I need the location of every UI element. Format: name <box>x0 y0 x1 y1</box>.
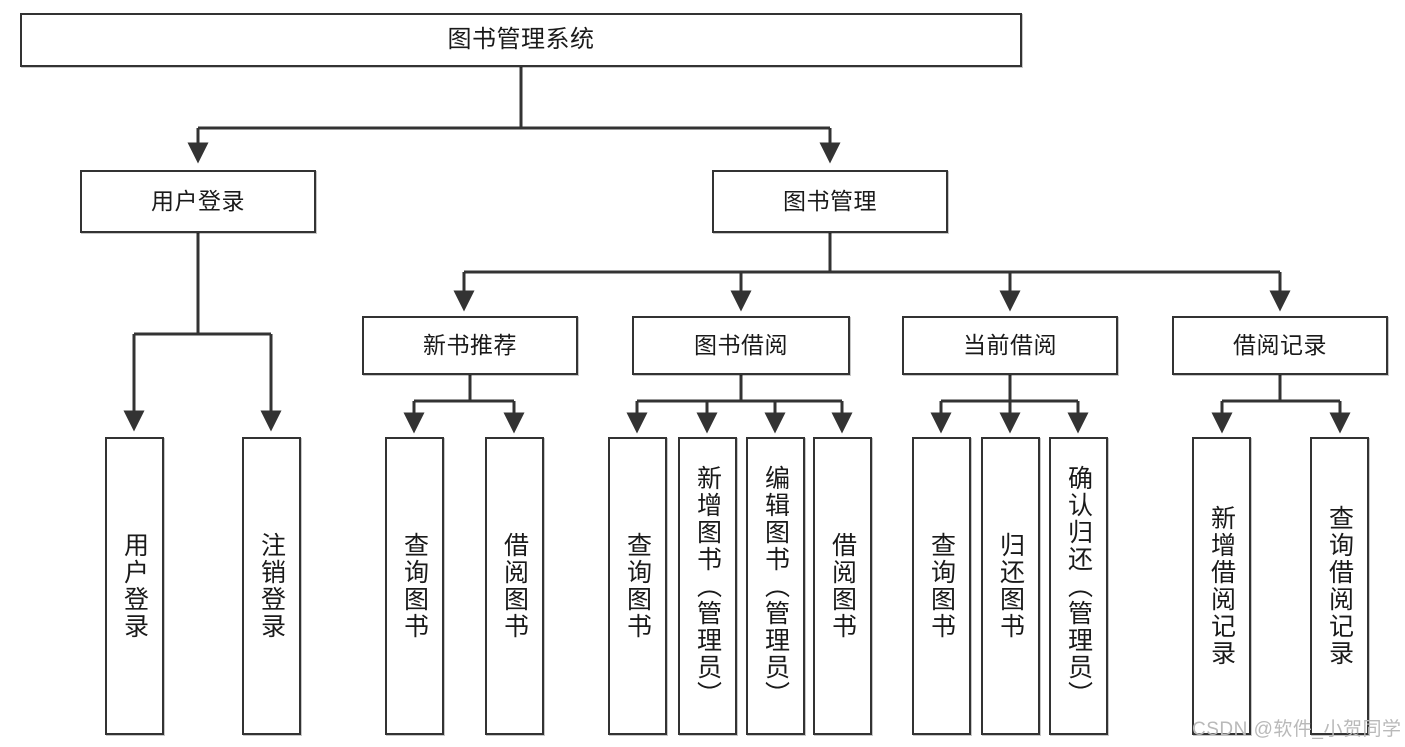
node-label: 查询图书 <box>400 532 429 640</box>
node-label: 借阅图书 <box>828 532 857 640</box>
node-new-book-recommend[interactable]: 新书推荐 <box>362 316 578 375</box>
node-label: 新增图书（管理员） <box>693 464 722 708</box>
node-label: 编辑图书（管理员） <box>761 464 790 708</box>
node-book-management[interactable]: 图书管理 <box>712 170 948 233</box>
leaf-user-login-logout[interactable]: 注销登录 <box>242 437 301 735</box>
leaf-user-login-login[interactable]: 用户登录 <box>105 437 164 735</box>
node-label: 用户登录 <box>151 188 245 215</box>
node-label: 注销登录 <box>257 532 286 640</box>
node-label: 查询图书 <box>927 532 956 640</box>
node-current-borrow[interactable]: 当前借阅 <box>902 316 1118 375</box>
node-label: 借阅图书 <box>500 532 529 640</box>
leaf-borrow-record-query-record[interactable]: 查询借阅记录 <box>1310 437 1369 735</box>
node-label: 归还图书 <box>996 532 1025 640</box>
node-label: 图书借阅 <box>694 332 788 359</box>
leaf-book-borrow-add-book-admin[interactable]: 新增图书（管理员） <box>678 437 737 735</box>
leaf-current-borrow-query-book[interactable]: 查询图书 <box>912 437 971 735</box>
leaf-book-borrow-edit-book-admin[interactable]: 编辑图书（管理员） <box>746 437 805 735</box>
leaf-new-book-borrow-book[interactable]: 借阅图书 <box>485 437 544 735</box>
node-root-book-management-system[interactable]: 图书管理系统 <box>20 13 1022 67</box>
node-label: 查询图书 <box>623 532 652 640</box>
leaf-borrow-record-add-record[interactable]: 新增借阅记录 <box>1192 437 1251 735</box>
node-label: 查询借阅记录 <box>1325 505 1354 667</box>
node-user-login[interactable]: 用户登录 <box>80 170 316 233</box>
node-label: 图书管理 <box>783 188 877 215</box>
node-label: 借阅记录 <box>1233 332 1327 359</box>
node-borrow-record[interactable]: 借阅记录 <box>1172 316 1388 375</box>
node-book-borrow[interactable]: 图书借阅 <box>632 316 850 375</box>
node-label: 新书推荐 <box>423 332 517 359</box>
node-label: 当前借阅 <box>963 332 1057 359</box>
leaf-new-book-query-book[interactable]: 查询图书 <box>385 437 444 735</box>
node-label: 确认归还（管理员） <box>1064 464 1093 708</box>
leaf-book-borrow-borrow-book[interactable]: 借阅图书 <box>813 437 872 735</box>
node-label: 新增借阅记录 <box>1207 505 1236 667</box>
leaf-current-borrow-return-book[interactable]: 归还图书 <box>981 437 1040 735</box>
node-label: 用户登录 <box>120 532 149 640</box>
leaf-current-borrow-confirm-return-admin[interactable]: 确认归还（管理员） <box>1049 437 1108 735</box>
node-label: 图书管理系统 <box>447 26 595 54</box>
leaf-book-borrow-query-book[interactable]: 查询图书 <box>608 437 667 735</box>
csdn-watermark: CSDN @软件_小贺同学 <box>1192 719 1402 740</box>
